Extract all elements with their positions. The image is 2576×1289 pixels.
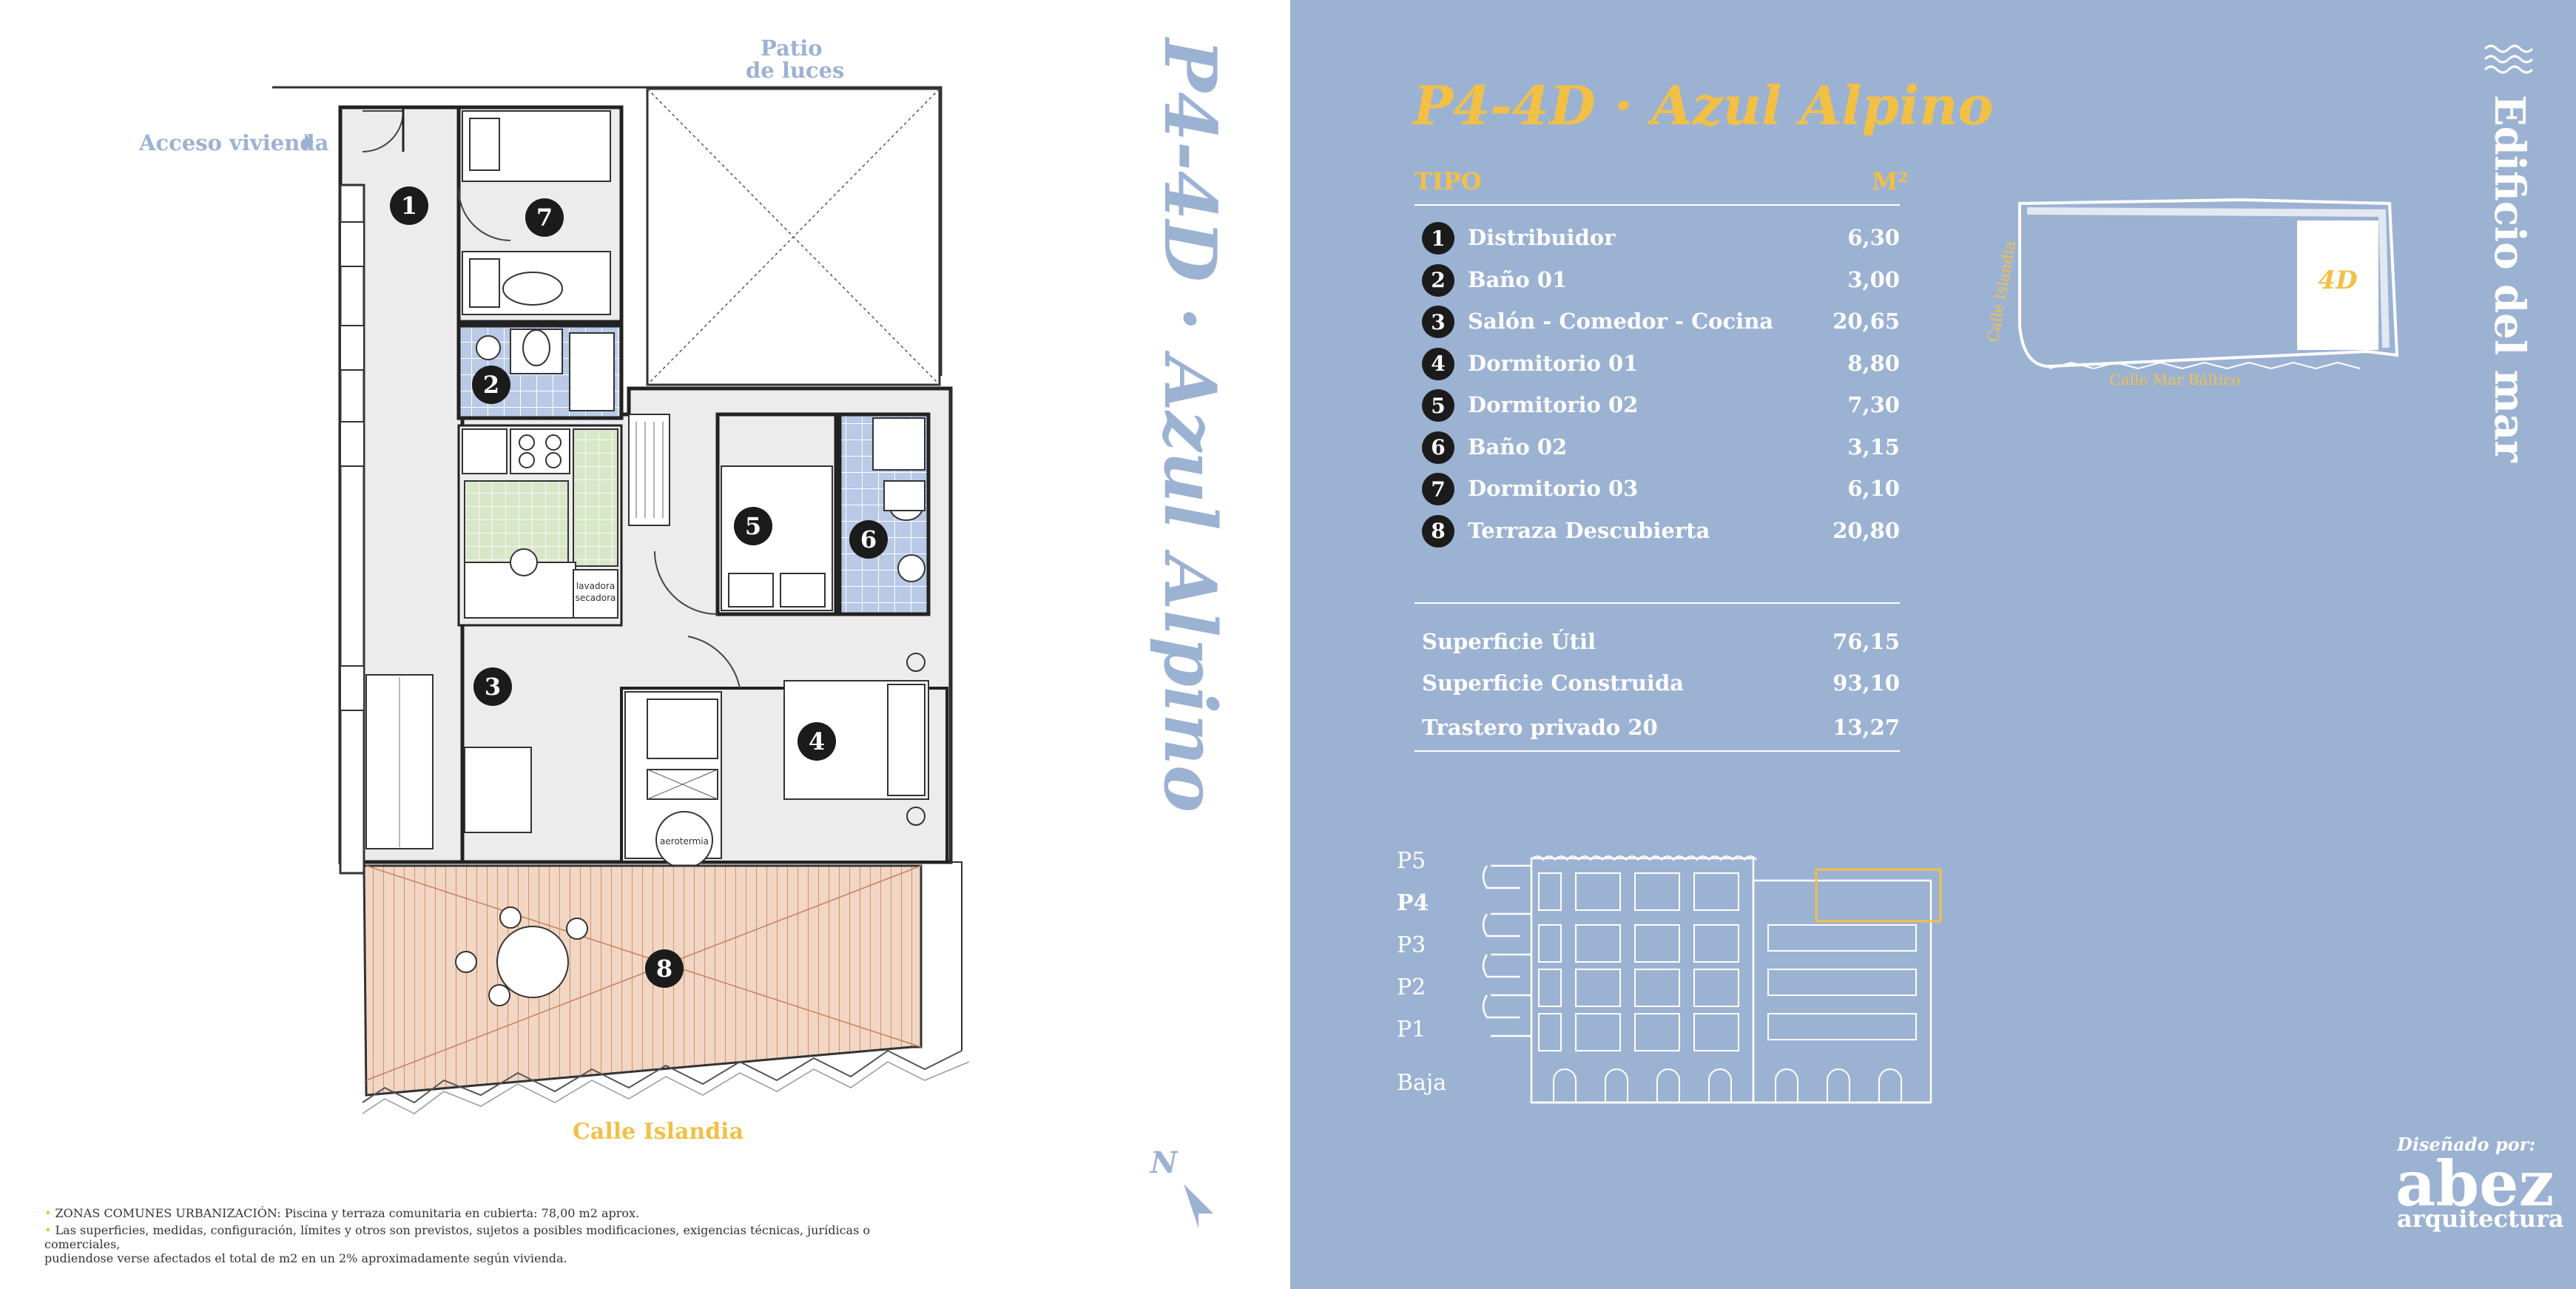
waves-icon <box>2484 44 2534 74</box>
room-name: Dormitorio 02 <box>1468 392 1639 417</box>
room-badge: 4 <box>1422 347 1454 380</box>
panel-title: P4-4D · Azul Alpino <box>1413 74 1994 137</box>
floor-label: P2 <box>1397 975 1426 1000</box>
brand-subtitle: arquitectura <box>2397 1205 2564 1233</box>
room-name: Baño 01 <box>1468 266 1568 292</box>
plan-room-badge-1: 1 <box>390 186 428 225</box>
room-badge: 6 <box>1422 431 1454 464</box>
summary-bottom-rule <box>1415 750 1900 752</box>
note-1: ZONAS COMUNES URBANIZACIÓN: Piscina y te… <box>55 1206 640 1220</box>
room-area: 3,00 <box>1847 266 1900 292</box>
room-area: 20,80 <box>1832 517 1900 543</box>
plan-room-badge-6: 6 <box>849 520 888 559</box>
plan-room-badge-7: 7 <box>525 198 564 237</box>
notes: • ZONAS COMUNES URBANIZACIÓN: Piscina y … <box>44 1206 870 1265</box>
floor-label: P3 <box>1397 932 1426 958</box>
summary-label-construida: Superficie Construida <box>1422 670 1685 696</box>
floor-label: Baja <box>1397 1070 1447 1096</box>
plan-room-badge-5: 5 <box>734 507 772 545</box>
site-keyplan: 4D Calle Mar Báltico Calle Islandia <box>1983 198 2399 388</box>
room-area: 6,30 <box>1847 225 1900 250</box>
building-name-text: Edificio del mar <box>2485 95 2534 462</box>
room-badge: 1 <box>1422 222 1454 255</box>
room-name: Baño 02 <box>1468 434 1568 460</box>
vertical-title-text: P4-4D · Azul Alpino <box>1148 38 1232 813</box>
summary-top-rule <box>1415 602 1900 604</box>
floor-label: P5 <box>1397 848 1426 874</box>
vertical-title: P4-4D · Azul Alpino <box>1148 38 1232 812</box>
col-type-header: TIPO <box>1415 167 1482 195</box>
patio-label-2: de luces <box>746 58 845 83</box>
appliance-label-3: aerotermia <box>660 836 709 847</box>
room-name: Dormitorio 03 <box>1468 476 1639 501</box>
keyplan-street-2: Calle Mar Báltico <box>2109 371 2240 388</box>
floor-label: P1 <box>1397 1017 1426 1043</box>
summary-value-construida: 93,10 <box>1832 670 1900 696</box>
room-badge: 7 <box>1422 473 1454 505</box>
summary-label-trastero: Trastero privado 20 <box>1422 715 1658 740</box>
note-2: Las superficies, medidas, configuración,… <box>44 1223 870 1251</box>
floor-plan-drawing: lavadora secadora aerotermia <box>272 86 970 1114</box>
street-label: Calle Islandia <box>573 1119 744 1145</box>
appliance-label-1: lavadora <box>576 581 615 591</box>
floor-plan-page: lavadora secadora aerotermia <box>44 36 1232 1265</box>
room-badge: 8 <box>1422 514 1454 548</box>
note-3: pudiendose verse afectados el total de m… <box>44 1251 567 1265</box>
room-area: 20,65 <box>1832 309 1900 334</box>
building-name: Edificio del mar <box>2475 95 2534 462</box>
north-arrow-icon <box>1184 1184 1213 1228</box>
room-badge: 5 <box>1422 389 1454 422</box>
summary-value-trastero: 13,27 <box>1832 715 1900 740</box>
access-label: Acceso vivienda <box>139 130 329 155</box>
room-area: 7,30 <box>1847 392 1900 417</box>
brand-logo: abez <box>2395 1147 2555 1220</box>
north-label: N <box>1150 1145 1178 1180</box>
room-name: Salón - Comedor - Cocina <box>1468 309 1774 334</box>
building-elevation <box>1482 855 1942 1104</box>
table-top-rule <box>1415 204 1900 206</box>
room-name: Terraza Descubierta <box>1468 517 1710 543</box>
keyplan-street-1: Calle Islandia <box>1983 239 2019 343</box>
floor-label: P4 <box>1397 890 1429 916</box>
room-area: 8,80 <box>1847 350 1900 376</box>
room-area: 6,10 <box>1847 476 1900 501</box>
keyplan-unit: 4D <box>2318 266 2358 295</box>
room-name: Dormitorio 01 <box>1468 350 1639 376</box>
patio-label-1: Patio <box>761 36 823 61</box>
room-name: Distribuidor <box>1468 225 1616 250</box>
summary-value-util: 76,15 <box>1832 629 1900 654</box>
room-area: 3,15 <box>1847 434 1900 460</box>
room-badge: 2 <box>1422 263 1454 297</box>
plan-room-badge-8: 8 <box>645 949 684 988</box>
plan-room-badge-2: 2 <box>472 366 510 404</box>
summary-label-util: Superficie Útil <box>1422 629 1596 654</box>
appliance-label-2: secadora <box>576 593 616 603</box>
room-badge: 3 <box>1422 306 1454 338</box>
col-area-header: M² <box>1872 167 1909 195</box>
plan-room-badge-3: 3 <box>473 667 512 706</box>
plan-room-badge-4: 4 <box>798 722 836 761</box>
designed-by: Diseñado por: <box>2397 1134 2536 1155</box>
